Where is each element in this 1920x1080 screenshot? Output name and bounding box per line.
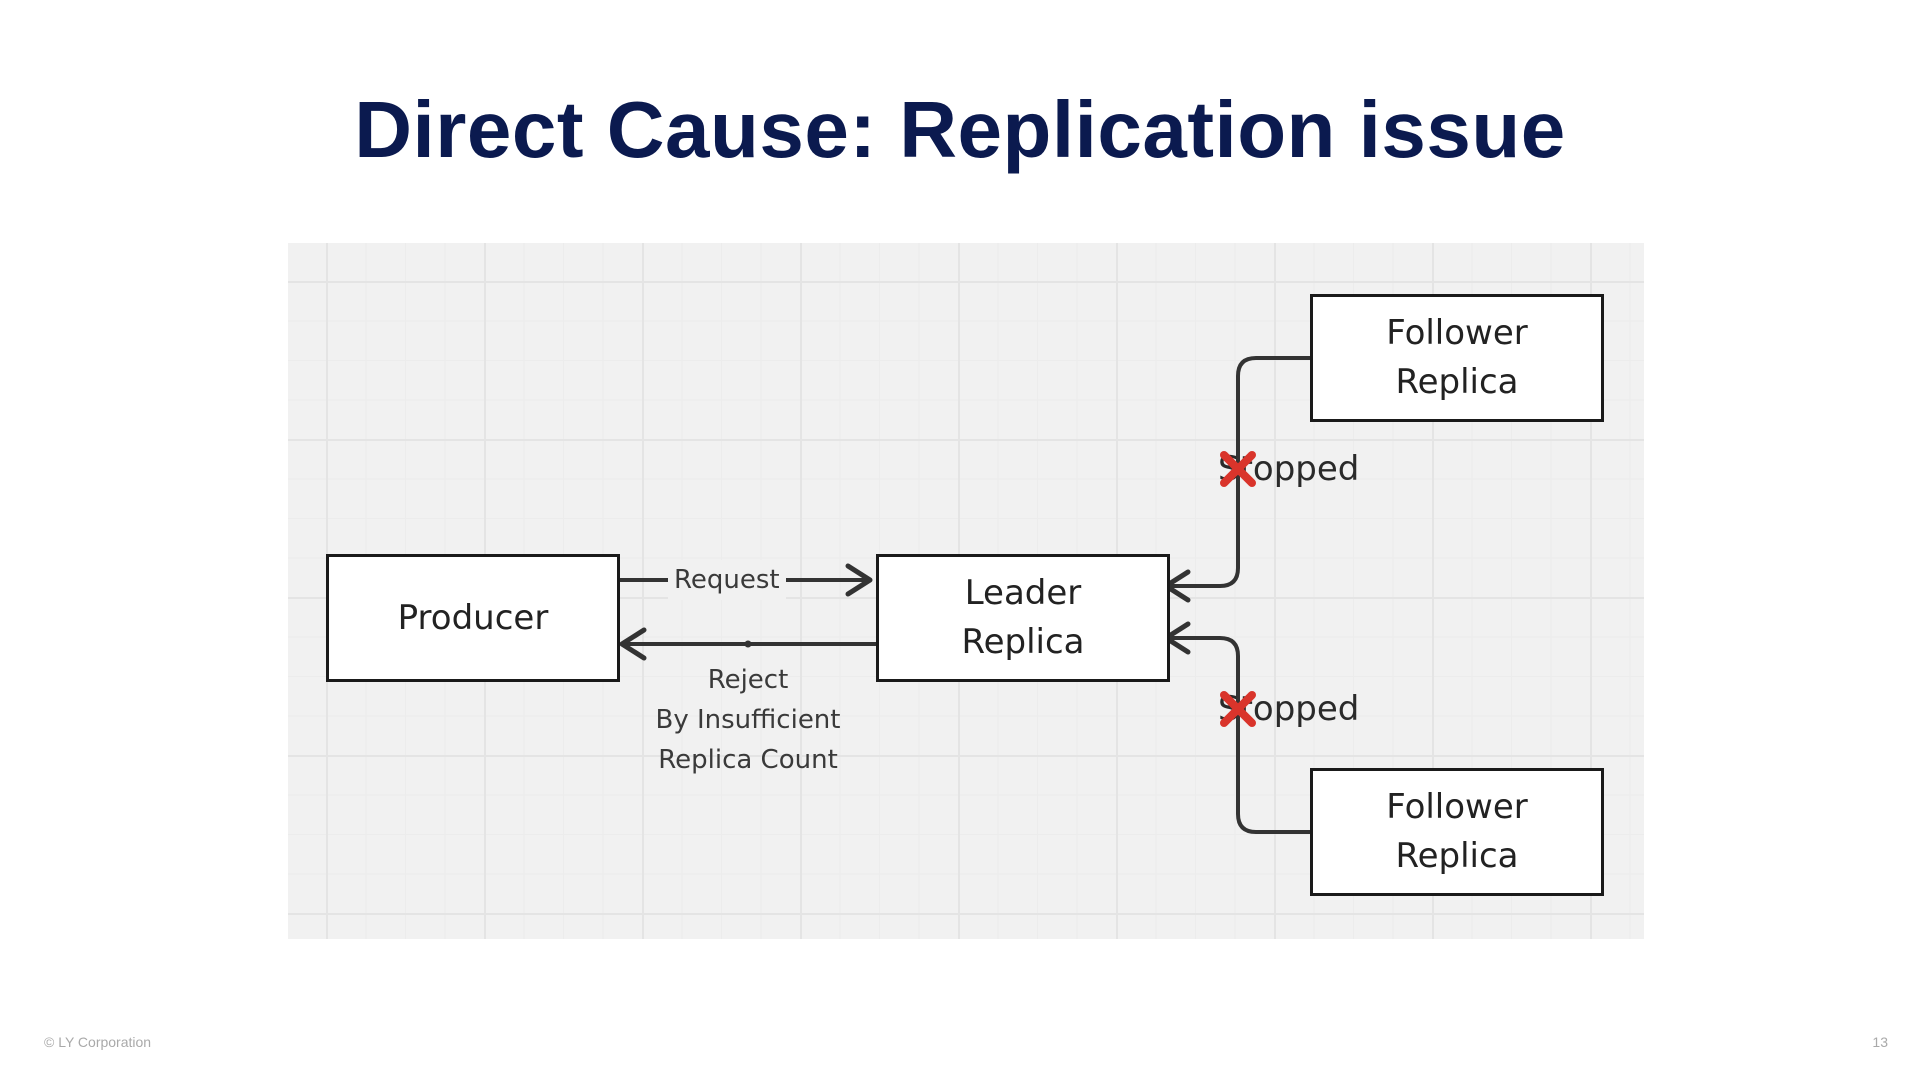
stopped-bottom-indicator: Stopped [1218, 689, 1359, 729]
reject-connector [619, 627, 876, 661]
request-label: Request [668, 560, 786, 600]
x-mark-icon [1220, 691, 1256, 727]
producer-node: Producer [326, 554, 620, 682]
diagram-canvas: Producer Leader Replica Follower Replica… [288, 243, 1644, 939]
stopped-top-indicator: Stopped [1218, 449, 1359, 489]
follower-replica-top-node: Follower Replica [1310, 294, 1604, 422]
slide-title: Direct Cause: Replication issue [354, 85, 1566, 174]
reject-label: Reject By Insufficient Replica Count [655, 665, 841, 775]
leader-replica-node: Leader Replica [876, 554, 1170, 682]
copyright-footer: © LY Corporation [44, 1034, 152, 1050]
x-mark-icon [1220, 451, 1256, 487]
follower-replica-bottom-node: Follower Replica [1310, 768, 1604, 896]
page-number: 13 [1872, 1034, 1888, 1050]
